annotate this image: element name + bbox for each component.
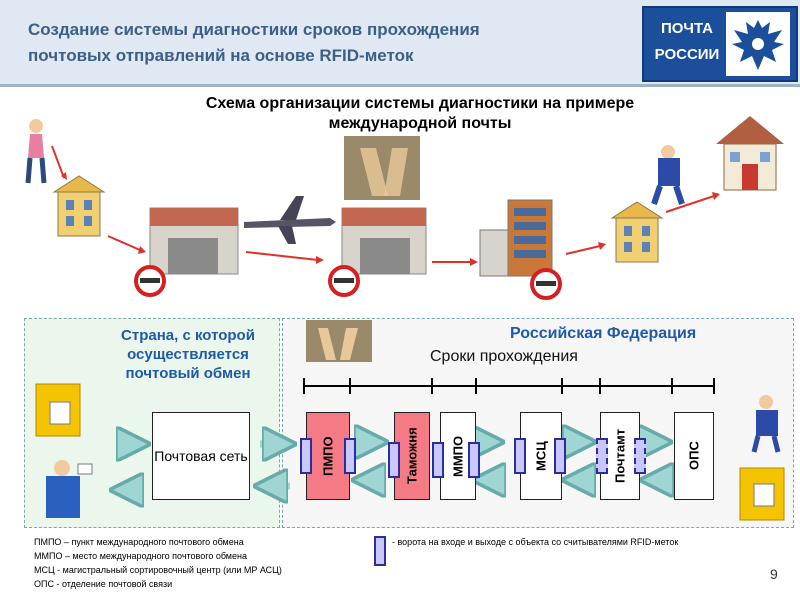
stage-customs-label: Таможня [404, 427, 420, 485]
postal-network-label: Почтовая сеть [154, 448, 248, 464]
rfid-gate-icon [514, 438, 526, 474]
legend-gate-icon [374, 536, 386, 566]
slide-title-line2: почтовых отправлений на основе RFID-мето… [28, 46, 414, 65]
scheme-title-line2: международной почты [328, 115, 512, 132]
stage-msc-label: МСЦ [533, 441, 549, 471]
customs-sign-icon [134, 265, 166, 297]
logo-text-line2: РОССИИ [654, 46, 720, 63]
legend-gate: - ворота на входе и выходе с объекта со … [392, 537, 679, 547]
rfid-gate-dashed-icon [634, 438, 646, 474]
postal-network-box: Почтовая сеть [152, 412, 250, 500]
transit-time-scale [303, 378, 715, 394]
legend-pmpo: ПМПО – пункт международного почтового об… [34, 537, 244, 547]
airplane-icon [244, 196, 336, 244]
sender-person-icon [25, 119, 47, 184]
scheme-title-line1: Схема организации системы диагностики на… [205, 95, 635, 112]
customs-sign-icon-3 [530, 268, 562, 300]
postman-icon-2 [751, 395, 781, 453]
rfid-gate-photo-small [306, 320, 372, 362]
russian-post-logo: ПОЧТА РОССИИ [642, 6, 798, 82]
legend-msc: МСЦ - магистральный сортировочный центр … [34, 565, 282, 575]
logo-text-line1: ПОЧТА [660, 20, 714, 37]
destination-illustrations [739, 395, 785, 521]
stage-ops-label: ОПС [686, 441, 702, 471]
rfid-gate-icon [344, 438, 356, 474]
origin-country-label: Страна, с которой осуществляется почтовы… [121, 327, 255, 382]
transit-time-label: Сроки прохождения [430, 348, 578, 365]
stage-mmpo-label: ММПО [450, 435, 466, 477]
scheme-title: Схема организации системы диагностики на… [110, 94, 730, 134]
rfid-gate-icon [388, 442, 400, 478]
rfid-gate-icon [432, 442, 444, 478]
logo-text: ПОЧТА РОССИИ [652, 16, 722, 68]
stage-ops: ОПС [674, 412, 714, 500]
exchange-office-building-icon-2 [341, 207, 427, 275]
exchange-office-building-icon [149, 207, 239, 275]
rfid-gate-icon [554, 438, 566, 474]
header-divider [0, 84, 800, 87]
slide-number: 9 [770, 566, 778, 582]
sorting-center-building-icon [479, 199, 553, 277]
rfid-gate-dashed-icon [596, 438, 608, 474]
rfid-gate-icon [468, 442, 480, 478]
post-office-building-icon-2 [610, 201, 664, 263]
eagle-emblem-icon [726, 12, 790, 76]
rfid-gate-photo [344, 136, 420, 200]
mailbox-icon-2 [739, 467, 785, 521]
post-office-building-icon [52, 175, 106, 237]
slide-title-line1: Создание системы диагностики сроков прох… [28, 20, 480, 39]
stage-pochtamt-label: Почтамт [612, 428, 628, 484]
rfid-gate-icon [300, 438, 312, 474]
postman-icon [651, 145, 685, 205]
stage-pmpo-label: ПМПО [320, 436, 336, 476]
customs-sign-icon-2 [328, 265, 360, 297]
russia-label: Российская Федерация [510, 325, 697, 342]
delivery-chain-illustration [25, 116, 784, 300]
flow-arrows [100, 420, 740, 510]
mail-carrier-icon [46, 460, 93, 518]
recipient-house-icon [716, 116, 784, 191]
legend-ops: ОПС - отделение почтовой связи [34, 579, 173, 589]
mailbox-icon [35, 383, 81, 437]
origin-illustrations [35, 383, 93, 518]
legend-mmpo: ММПО – место международного почтового об… [34, 551, 247, 561]
